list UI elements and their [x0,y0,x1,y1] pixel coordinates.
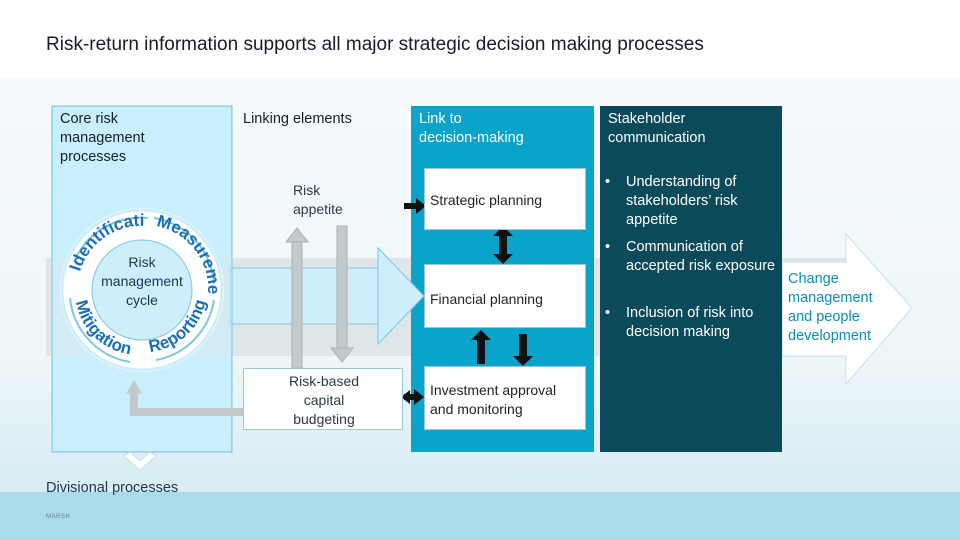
change-management-label: Change management and people development [788,271,873,344]
black-connector-arrows [401,198,533,405]
page-title: Risk-return information supports all maj… [46,34,704,55]
risk-appetite-label: Risk appetite [293,182,343,217]
investment-approval-label: Investment approval and monitoring [430,382,557,417]
cycle-center-label: Risk management cycle [101,254,183,308]
financial-planning-box: Financial planning [424,264,586,328]
column-heading-linking: Linking elements [243,111,352,127]
risk-based-budgeting-label: Risk-based capital budgeting [288,373,360,427]
linking-vertical-arrows [284,225,355,369]
budgeting-to-cycle-arrow [130,392,290,416]
risk-based-budgeting-box: Risk-based capital budgeting [243,368,403,430]
strategic-planning-label: Strategic planning [430,192,543,208]
column-heading-decision: Link to decision‑making [419,111,524,146]
brand-logo: MARSH [46,514,71,520]
strategic-planning-box: Strategic planning [424,168,586,230]
core-down-chevron [123,451,157,471]
column-heading-core: Core risk management processes [60,111,145,165]
change-arrow-shape [781,232,913,386]
background-wave [0,492,960,540]
investment-approval-box: Investment approval and monitoring [424,366,586,430]
column-heading-stakeholder: Stakeholder communication [608,111,706,146]
divisional-processes-label: Divisional processes [46,480,179,496]
risk-cycle-ring [60,208,224,372]
financial-planning-label: Financial planning [430,291,543,307]
